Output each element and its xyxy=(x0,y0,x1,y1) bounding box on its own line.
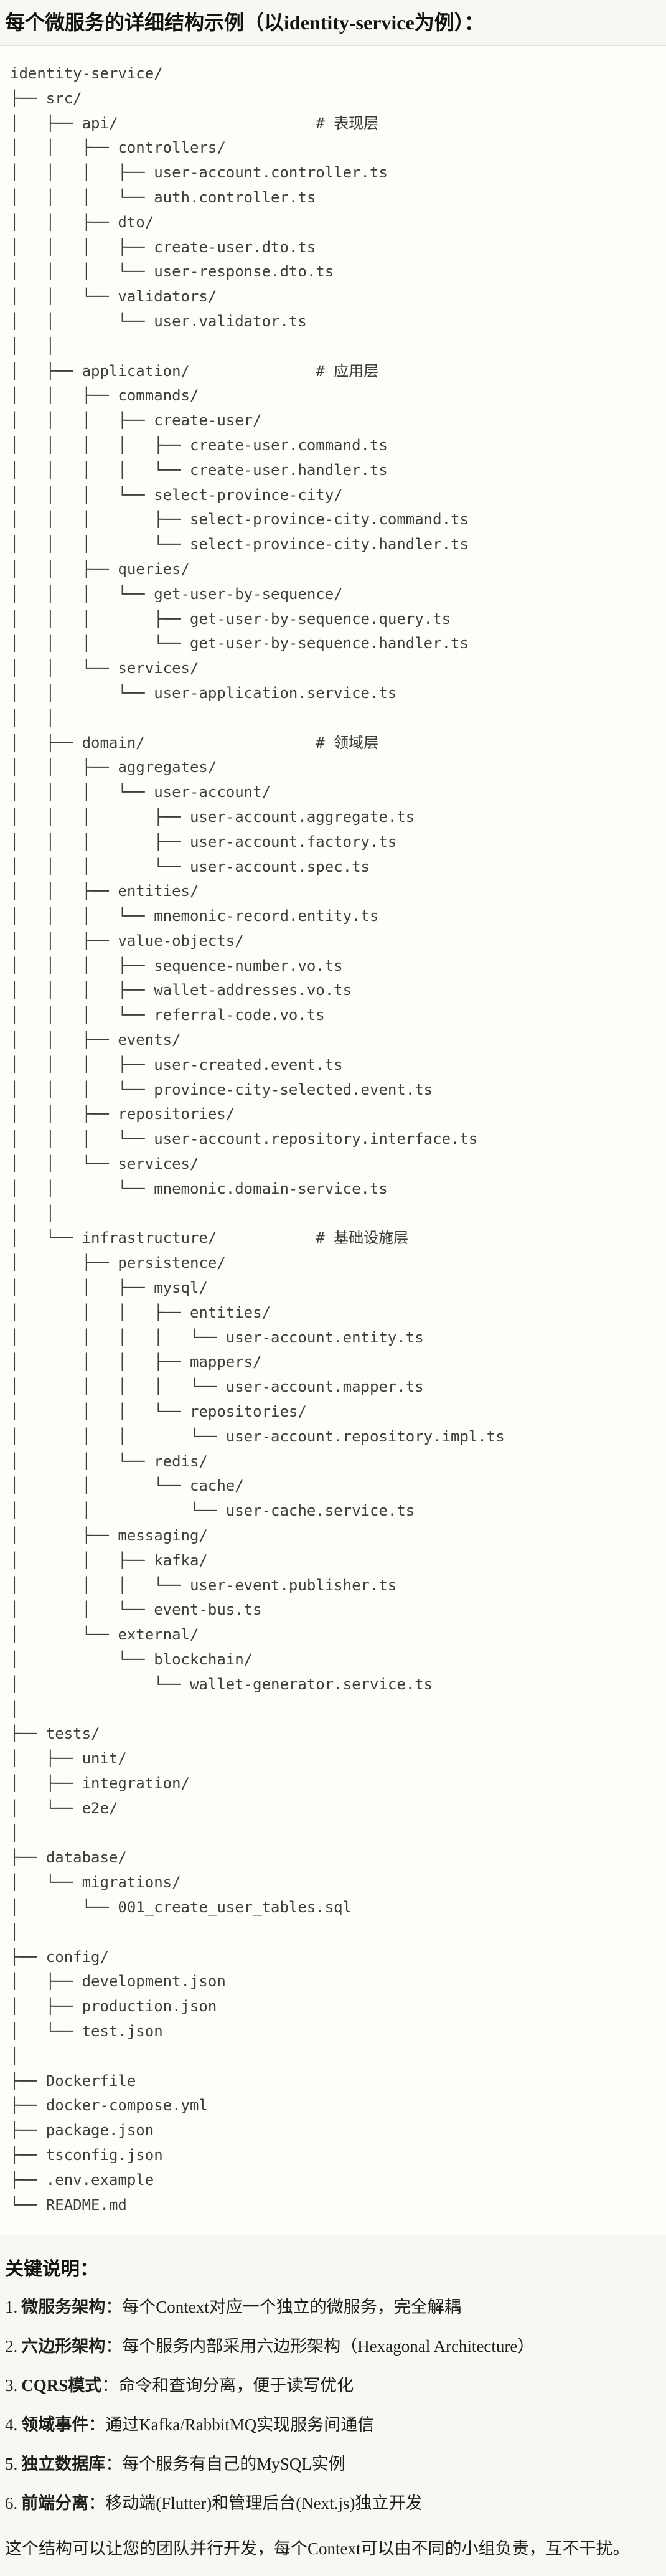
closing-paragraph: 这个结构可以让您的团队并行开发，每个Context可以由不同的小组负责，互不干扰… xyxy=(5,2539,630,2559)
note-marker: 5. xyxy=(5,2455,18,2474)
note-item-1: 1.微服务架构：每个Context对应一个独立的微服务，完全解耦 xyxy=(5,2296,660,2318)
note-item-3: 3.CQRS模式：命令和查询分离，便于读写优化 xyxy=(5,2374,660,2397)
note-item-6: 6.前端分离：移动端(Flutter)和管理后台(Next.js)独立开发 xyxy=(5,2492,660,2514)
directory-tree-block: identity-service/ ├── src/ │ ├── api/ # … xyxy=(0,45,666,2236)
note-marker: 1. xyxy=(5,2298,18,2317)
note-text: 每个Context对应一个独立的微服务，完全解耦 xyxy=(122,2298,461,2317)
note-label: 领域事件 xyxy=(21,2415,89,2435)
note-label: CQRS模式 xyxy=(21,2376,102,2395)
note-marker: 3. xyxy=(5,2376,18,2395)
note-text: 命令和查询分离，便于读写优化 xyxy=(118,2376,354,2395)
note-separator: ： xyxy=(105,2455,123,2474)
note-label: 六边形架构 xyxy=(21,2337,106,2356)
note-marker: 6. xyxy=(5,2494,18,2513)
directory-tree: identity-service/ ├── src/ │ ├── api/ # … xyxy=(10,65,505,2214)
page-title: 每个微服务的详细结构示例（以identity-service为例）： xyxy=(5,11,484,34)
note-item-2: 2.六边形架构：每个服务内部采用六边形架构（Hexagonal Architec… xyxy=(5,2335,660,2357)
key-notes-section: 关键说明： 1.微服务架构：每个Context对应一个独立的微服务，完全解耦 2… xyxy=(0,2235,666,2576)
note-separator: ： xyxy=(105,2298,123,2317)
note-separator: ： xyxy=(88,2415,106,2435)
note-item-4: 4.领域事件：通过Kafka/RabbitMQ实现服务间通信 xyxy=(5,2413,660,2436)
note-marker: 4. xyxy=(5,2415,18,2435)
note-separator: ： xyxy=(101,2376,119,2395)
note-marker: 2. xyxy=(5,2337,18,2356)
note-separator: ： xyxy=(105,2337,123,2356)
note-label: 独立数据库 xyxy=(21,2455,106,2474)
note-label: 前端分离 xyxy=(21,2494,89,2513)
note-text: 每个服务有自己的MySQL实例 xyxy=(122,2455,345,2474)
note-text: 移动端(Flutter)和管理后台(Next.js)独立开发 xyxy=(105,2494,423,2513)
note-label: 微服务架构 xyxy=(21,2298,106,2317)
note-text: 每个服务内部采用六边形架构（Hexagonal Architecture） xyxy=(122,2337,535,2356)
note-text: 通过Kafka/RabbitMQ实现服务间通信 xyxy=(105,2415,375,2435)
note-separator: ： xyxy=(88,2494,106,2513)
notes-heading: 关键说明： xyxy=(5,2259,98,2280)
note-item-5: 5.独立数据库：每个服务有自己的MySQL实例 xyxy=(5,2453,660,2475)
